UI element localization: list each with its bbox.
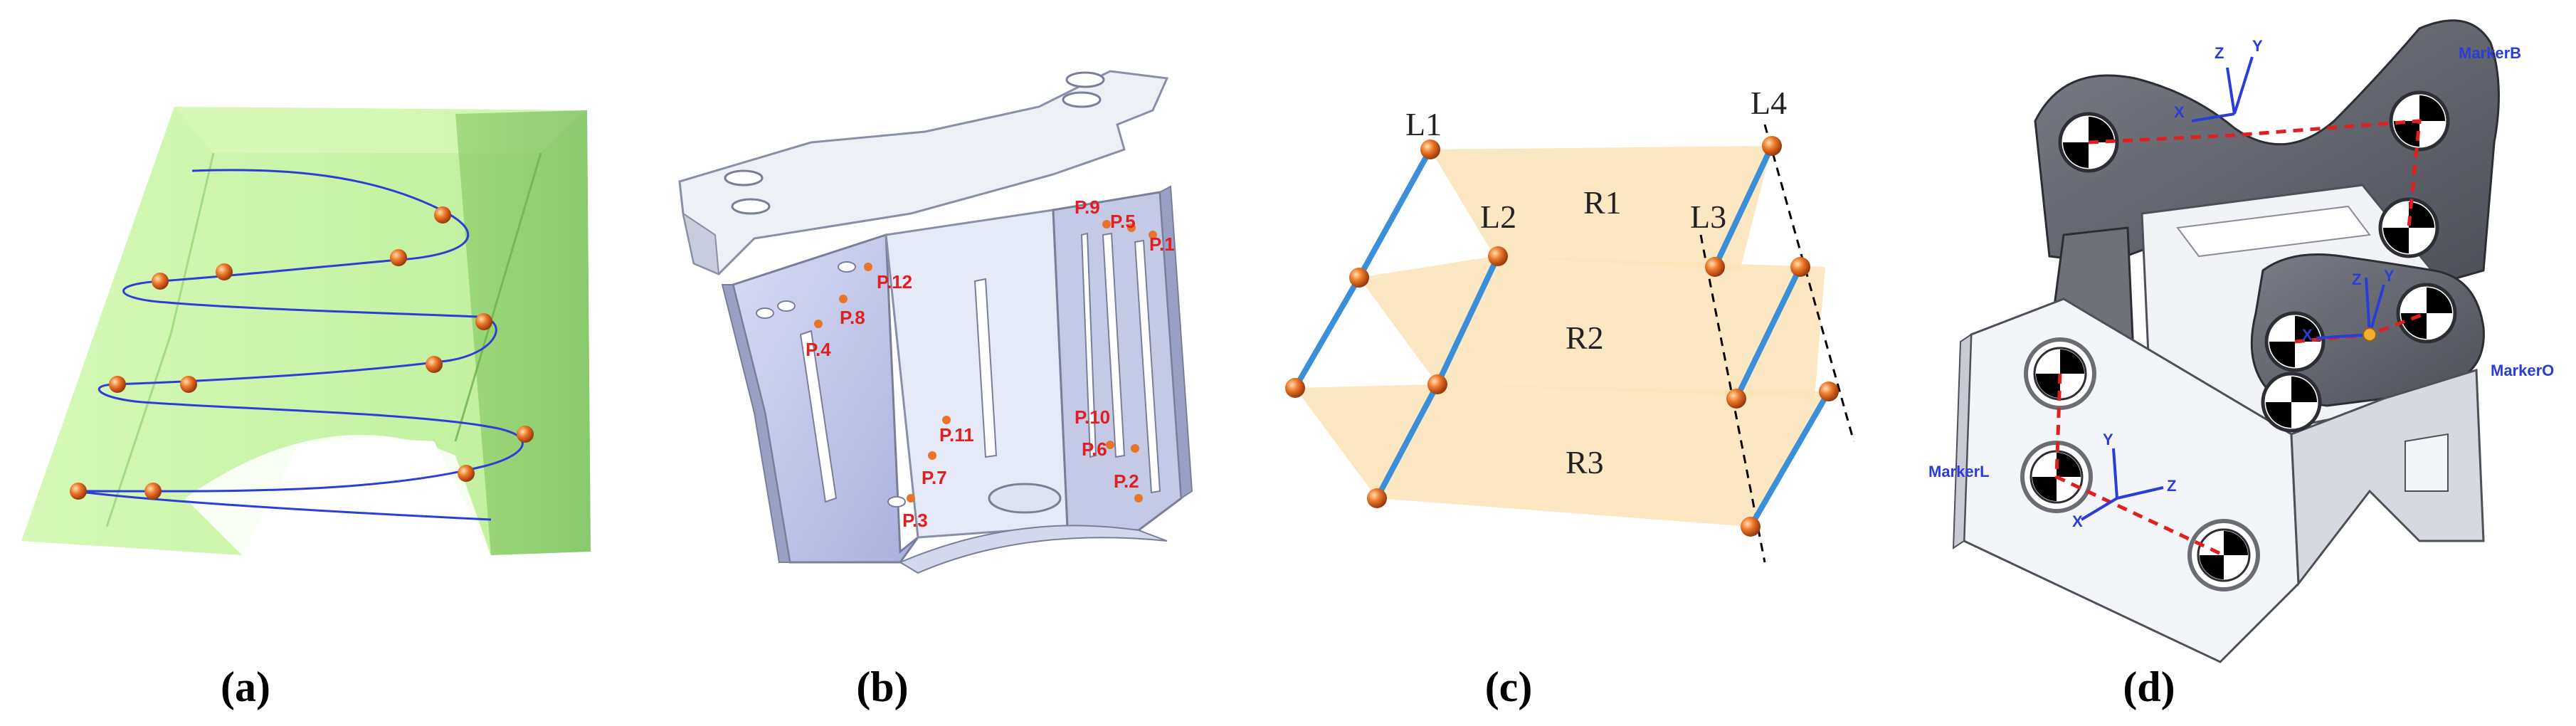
label-p1: P.1 <box>1149 233 1175 255</box>
panel-c: L1 L2 L3 L4 R1 R2 R3 <box>1285 85 1855 563</box>
label-r1: R1 <box>1583 184 1622 221</box>
label-p11: P.11 <box>939 424 974 446</box>
label-p5: P.5 <box>1110 211 1136 232</box>
marker-l-label: MarkerL <box>1928 463 1990 480</box>
axis-y-o: Y <box>2384 267 2395 285</box>
slots <box>756 232 1161 507</box>
axes <box>2080 56 2385 521</box>
marker-b-label: MarkerB <box>2459 44 2521 62</box>
axis-x-o: X <box>2302 326 2313 344</box>
label-p4: P.4 <box>806 339 831 360</box>
label-p8: P.8 <box>840 307 865 328</box>
label-p2: P.2 <box>1114 470 1139 492</box>
label-r2: R2 <box>1566 320 1604 356</box>
caption-b: (b) <box>856 663 908 710</box>
label-p3: P.3 <box>902 510 928 531</box>
label-p9: P.9 <box>1075 196 1100 218</box>
label-p6: P.6 <box>1082 438 1107 460</box>
label-r3: R3 <box>1566 444 1604 480</box>
panel-b: P.1 P.2 P.3 P.4 P.5 P.6 P.7 P.8 P.9 P.10… <box>678 70 1193 574</box>
axis-y-l: Y <box>2103 431 2113 448</box>
axis-x-b: X <box>2174 103 2185 121</box>
region-r1 <box>1430 146 1772 270</box>
label-p7: P.7 <box>922 467 947 488</box>
label-l3: L3 <box>1690 199 1726 235</box>
axis-z-l: Z <box>2167 477 2176 495</box>
axis-x-l: X <box>2072 512 2083 530</box>
axis-y-b: Y <box>2252 37 2263 55</box>
region-r3 <box>1295 384 1829 527</box>
caption-d: (d) <box>2123 663 2175 710</box>
plate-holes <box>724 71 1105 215</box>
panel-d: X Z Y X Z Y X Y Z MarkerB MarkerO Marker… <box>1928 19 2554 663</box>
axis-z-o: Z <box>2352 270 2361 288</box>
label-l4: L4 <box>1751 85 1787 121</box>
label-p10: P.10 <box>1075 406 1110 428</box>
marker-discs <box>2020 90 2457 591</box>
joints <box>1285 136 1839 537</box>
caption-c: (c) <box>1485 663 1533 710</box>
region-r2 <box>1359 256 1825 399</box>
caption-a: (a) <box>221 663 270 710</box>
panel-a <box>21 107 591 555</box>
axis-z-b: Z <box>2215 44 2224 62</box>
label-l2: L2 <box>1480 199 1516 235</box>
helix-points <box>70 206 534 500</box>
marker-o-label: MarkerO <box>2491 362 2554 379</box>
label-l1: L1 <box>1405 106 1442 142</box>
measurement-points <box>814 220 1157 503</box>
label-p12: P.12 <box>877 271 912 293</box>
links <box>1292 143 1832 530</box>
